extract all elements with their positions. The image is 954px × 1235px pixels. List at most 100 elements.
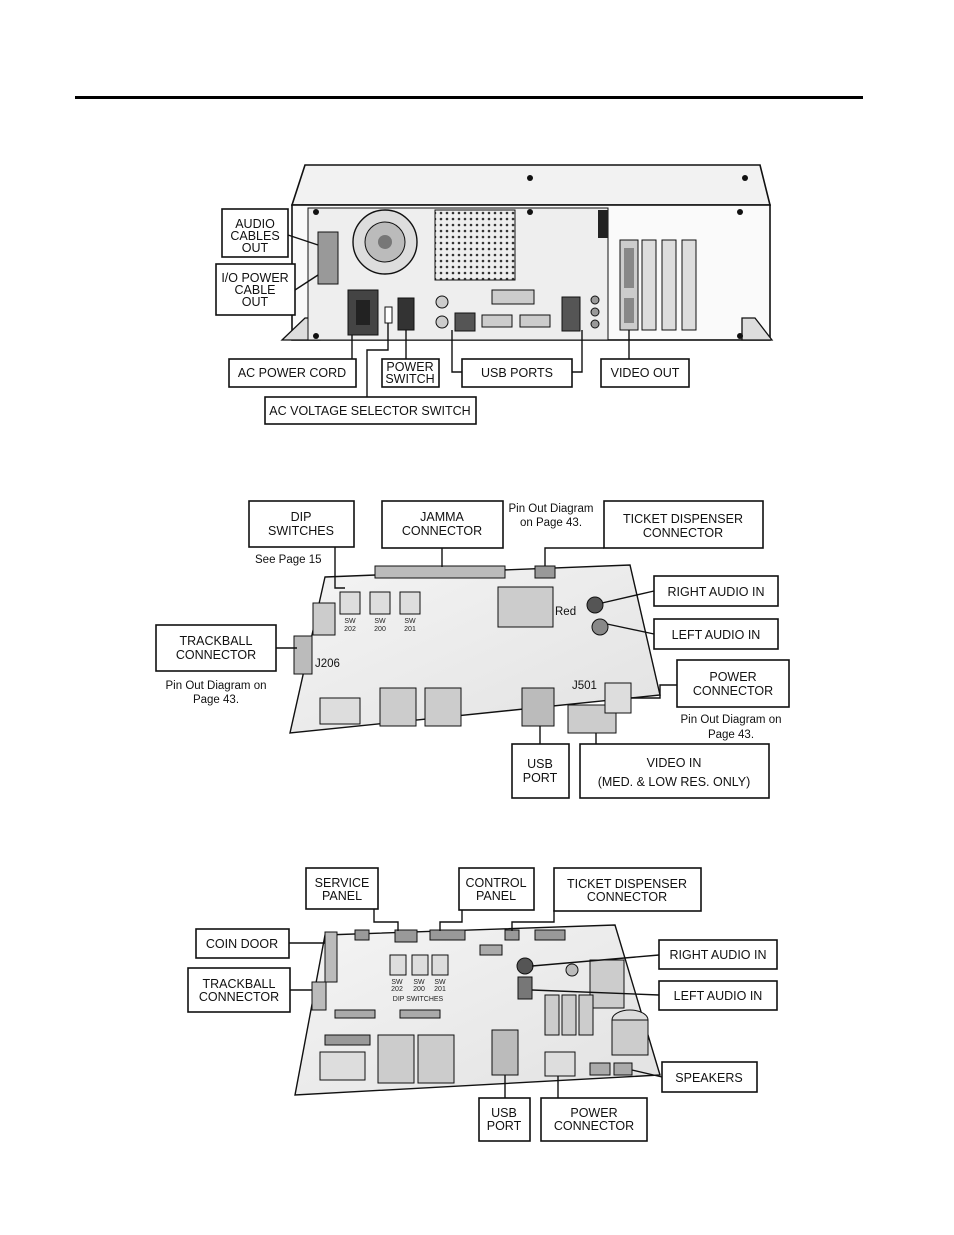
svg-text:201: 201: [404, 626, 416, 633]
svg-text:Pin Out Diagram: Pin Out Diagram: [508, 503, 593, 515]
svg-text:SW: SW: [391, 979, 403, 986]
label-dip-switches: DIP SWITCHES: [248, 500, 355, 548]
svg-text:TICKET DISPENSER: TICKET DISPENSER: [623, 512, 743, 526]
svg-text:CONNECTOR: CONNECTOR: [176, 648, 256, 662]
svg-text:CONNECTOR: CONNECTOR: [693, 684, 773, 698]
label-control-panel: CONTROL PANEL: [458, 867, 535, 911]
svg-text:202: 202: [344, 626, 356, 633]
svg-text:CONNECTOR: CONNECTOR: [554, 1119, 634, 1133]
figure-board-jamma: SW 202 SW 200 SW 201 J206 Red J501: [155, 500, 790, 799]
pc-chassis: [280, 164, 774, 341]
label-right-audio-in-2: RIGHT AUDIO IN: [658, 939, 778, 970]
svg-text:RIGHT AUDIO IN: RIGHT AUDIO IN: [667, 585, 764, 599]
svg-text:AC VOLTAGE SELECTOR SWITCH: AC VOLTAGE SELECTOR SWITCH: [269, 404, 470, 418]
svg-text:CONNECTOR: CONNECTOR: [199, 990, 279, 1004]
label-usb-ports: USB PORTS: [461, 358, 573, 388]
label-usb-port-2: USB PORT: [478, 1097, 531, 1142]
svg-text:Page 43.: Page 43.: [708, 729, 754, 741]
svg-text:USB: USB: [527, 757, 553, 771]
label-power-connector-2: POWER CONNECTOR: [540, 1097, 648, 1142]
svg-text:J206: J206: [315, 658, 340, 670]
svg-text:CONNECTOR: CONNECTOR: [587, 890, 667, 904]
svg-text:DIP SWITCHES: DIP SWITCHES: [393, 996, 444, 1003]
label-left-audio-in-2: LEFT AUDIO IN: [658, 980, 778, 1011]
svg-text:PANEL: PANEL: [322, 889, 362, 903]
label-usb-port: USB PORT: [511, 743, 570, 799]
svg-text:DIP: DIP: [291, 510, 312, 524]
header-rule: [75, 96, 863, 99]
svg-text:SWITCH: SWITCH: [385, 372, 434, 386]
svg-text:201: 201: [434, 986, 446, 993]
leader-lines-fig3: [289, 909, 663, 1098]
label-trackball-connector: TRACKBALL CONNECTOR: [155, 624, 277, 672]
svg-text:TICKET DISPENSER: TICKET DISPENSER: [567, 877, 687, 891]
svg-text:PORT: PORT: [487, 1119, 522, 1133]
svg-text:CONNECTOR: CONNECTOR: [643, 526, 723, 540]
svg-text:AUDIO: AUDIO: [235, 217, 275, 231]
note-pin-out-trackball: Pin Out Diagram on Page 43.: [166, 680, 267, 706]
leader-lines-fig2: [276, 547, 677, 744]
note-pin-out-power: Pin Out Diagram on Page 43.: [681, 714, 782, 741]
svg-text:Pin Out Diagram on: Pin Out Diagram on: [681, 714, 782, 726]
svg-text:(MED. & LOW RES. ONLY): (MED. & LOW RES. ONLY): [598, 775, 751, 789]
svg-text:SW: SW: [374, 618, 386, 625]
svg-text:CABLE: CABLE: [235, 283, 276, 297]
svg-text:200: 200: [374, 626, 386, 633]
label-coin-door: COIN DOOR: [195, 928, 290, 959]
svg-text:200: 200: [413, 986, 425, 993]
svg-text:PANEL: PANEL: [476, 889, 516, 903]
svg-text:VIDEO OUT: VIDEO OUT: [611, 366, 680, 380]
svg-text:Page 43.: Page 43.: [193, 694, 239, 706]
figure-board-alt: SW 202 SW 200 SW 201 DIP SWITCHES: [187, 867, 778, 1142]
svg-text:LEFT AUDIO IN: LEFT AUDIO IN: [674, 989, 763, 1003]
svg-text:202: 202: [391, 986, 403, 993]
label-power-connector: POWER CONNECTOR: [676, 659, 790, 708]
svg-text:USB PORTS: USB PORTS: [481, 366, 553, 380]
svg-text:SW: SW: [413, 979, 425, 986]
svg-text:VIDEO IN: VIDEO IN: [647, 756, 702, 770]
svg-text:LEFT AUDIO IN: LEFT AUDIO IN: [672, 628, 761, 642]
label-ac-voltage-selector-switch: AC VOLTAGE SELECTOR SWITCH: [264, 396, 477, 425]
svg-text:PORT: PORT: [523, 771, 558, 785]
note-see-page-15: See Page 15: [255, 554, 322, 566]
svg-text:TRACKBALL: TRACKBALL: [203, 977, 276, 991]
label-audio-cables-out: AUDIO CABLES OUT: [221, 208, 289, 258]
svg-text:SPEAKERS: SPEAKERS: [675, 1071, 742, 1085]
svg-text:I/O POWER: I/O POWER: [221, 271, 288, 285]
svg-text:RIGHT AUDIO IN: RIGHT AUDIO IN: [669, 948, 766, 962]
label-power-switch: POWER SWITCH: [381, 358, 440, 388]
label-jamma-connector: JAMMA CONNECTOR: [381, 500, 504, 549]
svg-text:TRACKBALL: TRACKBALL: [180, 634, 253, 648]
svg-text:OUT: OUT: [242, 241, 269, 255]
svg-text:CABLES: CABLES: [230, 229, 279, 243]
figure-pc-rear: AUDIO CABLES OUT I/O POWER CABLE OUT AC …: [215, 164, 774, 425]
svg-text:SW: SW: [404, 618, 416, 625]
svg-text:POWER: POWER: [709, 670, 756, 684]
label-left-audio-in: LEFT AUDIO IN: [653, 618, 779, 650]
svg-text:Red: Red: [555, 606, 576, 618]
svg-text:POWER: POWER: [386, 360, 433, 374]
svg-text:POWER: POWER: [570, 1106, 617, 1120]
svg-text:SERVICE: SERVICE: [315, 876, 370, 890]
svg-text:AC POWER CORD: AC POWER CORD: [238, 366, 346, 380]
board-jamma: SW 202 SW 200 SW 201 J206 Red J501: [289, 564, 661, 734]
label-video-out: VIDEO OUT: [600, 358, 690, 388]
note-pin-out-jamma: Pin Out Diagram on Page 43.: [508, 503, 593, 529]
svg-text:CONTROL: CONTROL: [465, 876, 526, 890]
label-io-power-cable-out: I/O POWER CABLE OUT: [215, 263, 296, 316]
svg-text:SWITCHES: SWITCHES: [268, 524, 334, 538]
svg-text:Pin Out Diagram on: Pin Out Diagram on: [166, 680, 267, 692]
svg-text:OUT: OUT: [242, 295, 269, 309]
label-ticket-dispenser-connector: TICKET DISPENSER CONNECTOR: [603, 500, 764, 549]
svg-text:USB: USB: [491, 1106, 517, 1120]
label-service-panel: SERVICE PANEL: [305, 867, 379, 910]
svg-text:J501: J501: [572, 680, 597, 692]
svg-text:CONNECTOR: CONNECTOR: [402, 524, 482, 538]
svg-text:on Page 43.: on Page 43.: [520, 517, 582, 529]
label-video-in: VIDEO IN (MED. & LOW RES. ONLY): [579, 743, 770, 799]
svg-text:COIN DOOR: COIN DOOR: [206, 937, 278, 951]
label-ticket-dispenser-connector-2: TICKET DISPENSER CONNECTOR: [553, 867, 702, 912]
svg-text:SW: SW: [434, 979, 446, 986]
svg-text:SW: SW: [344, 618, 356, 625]
